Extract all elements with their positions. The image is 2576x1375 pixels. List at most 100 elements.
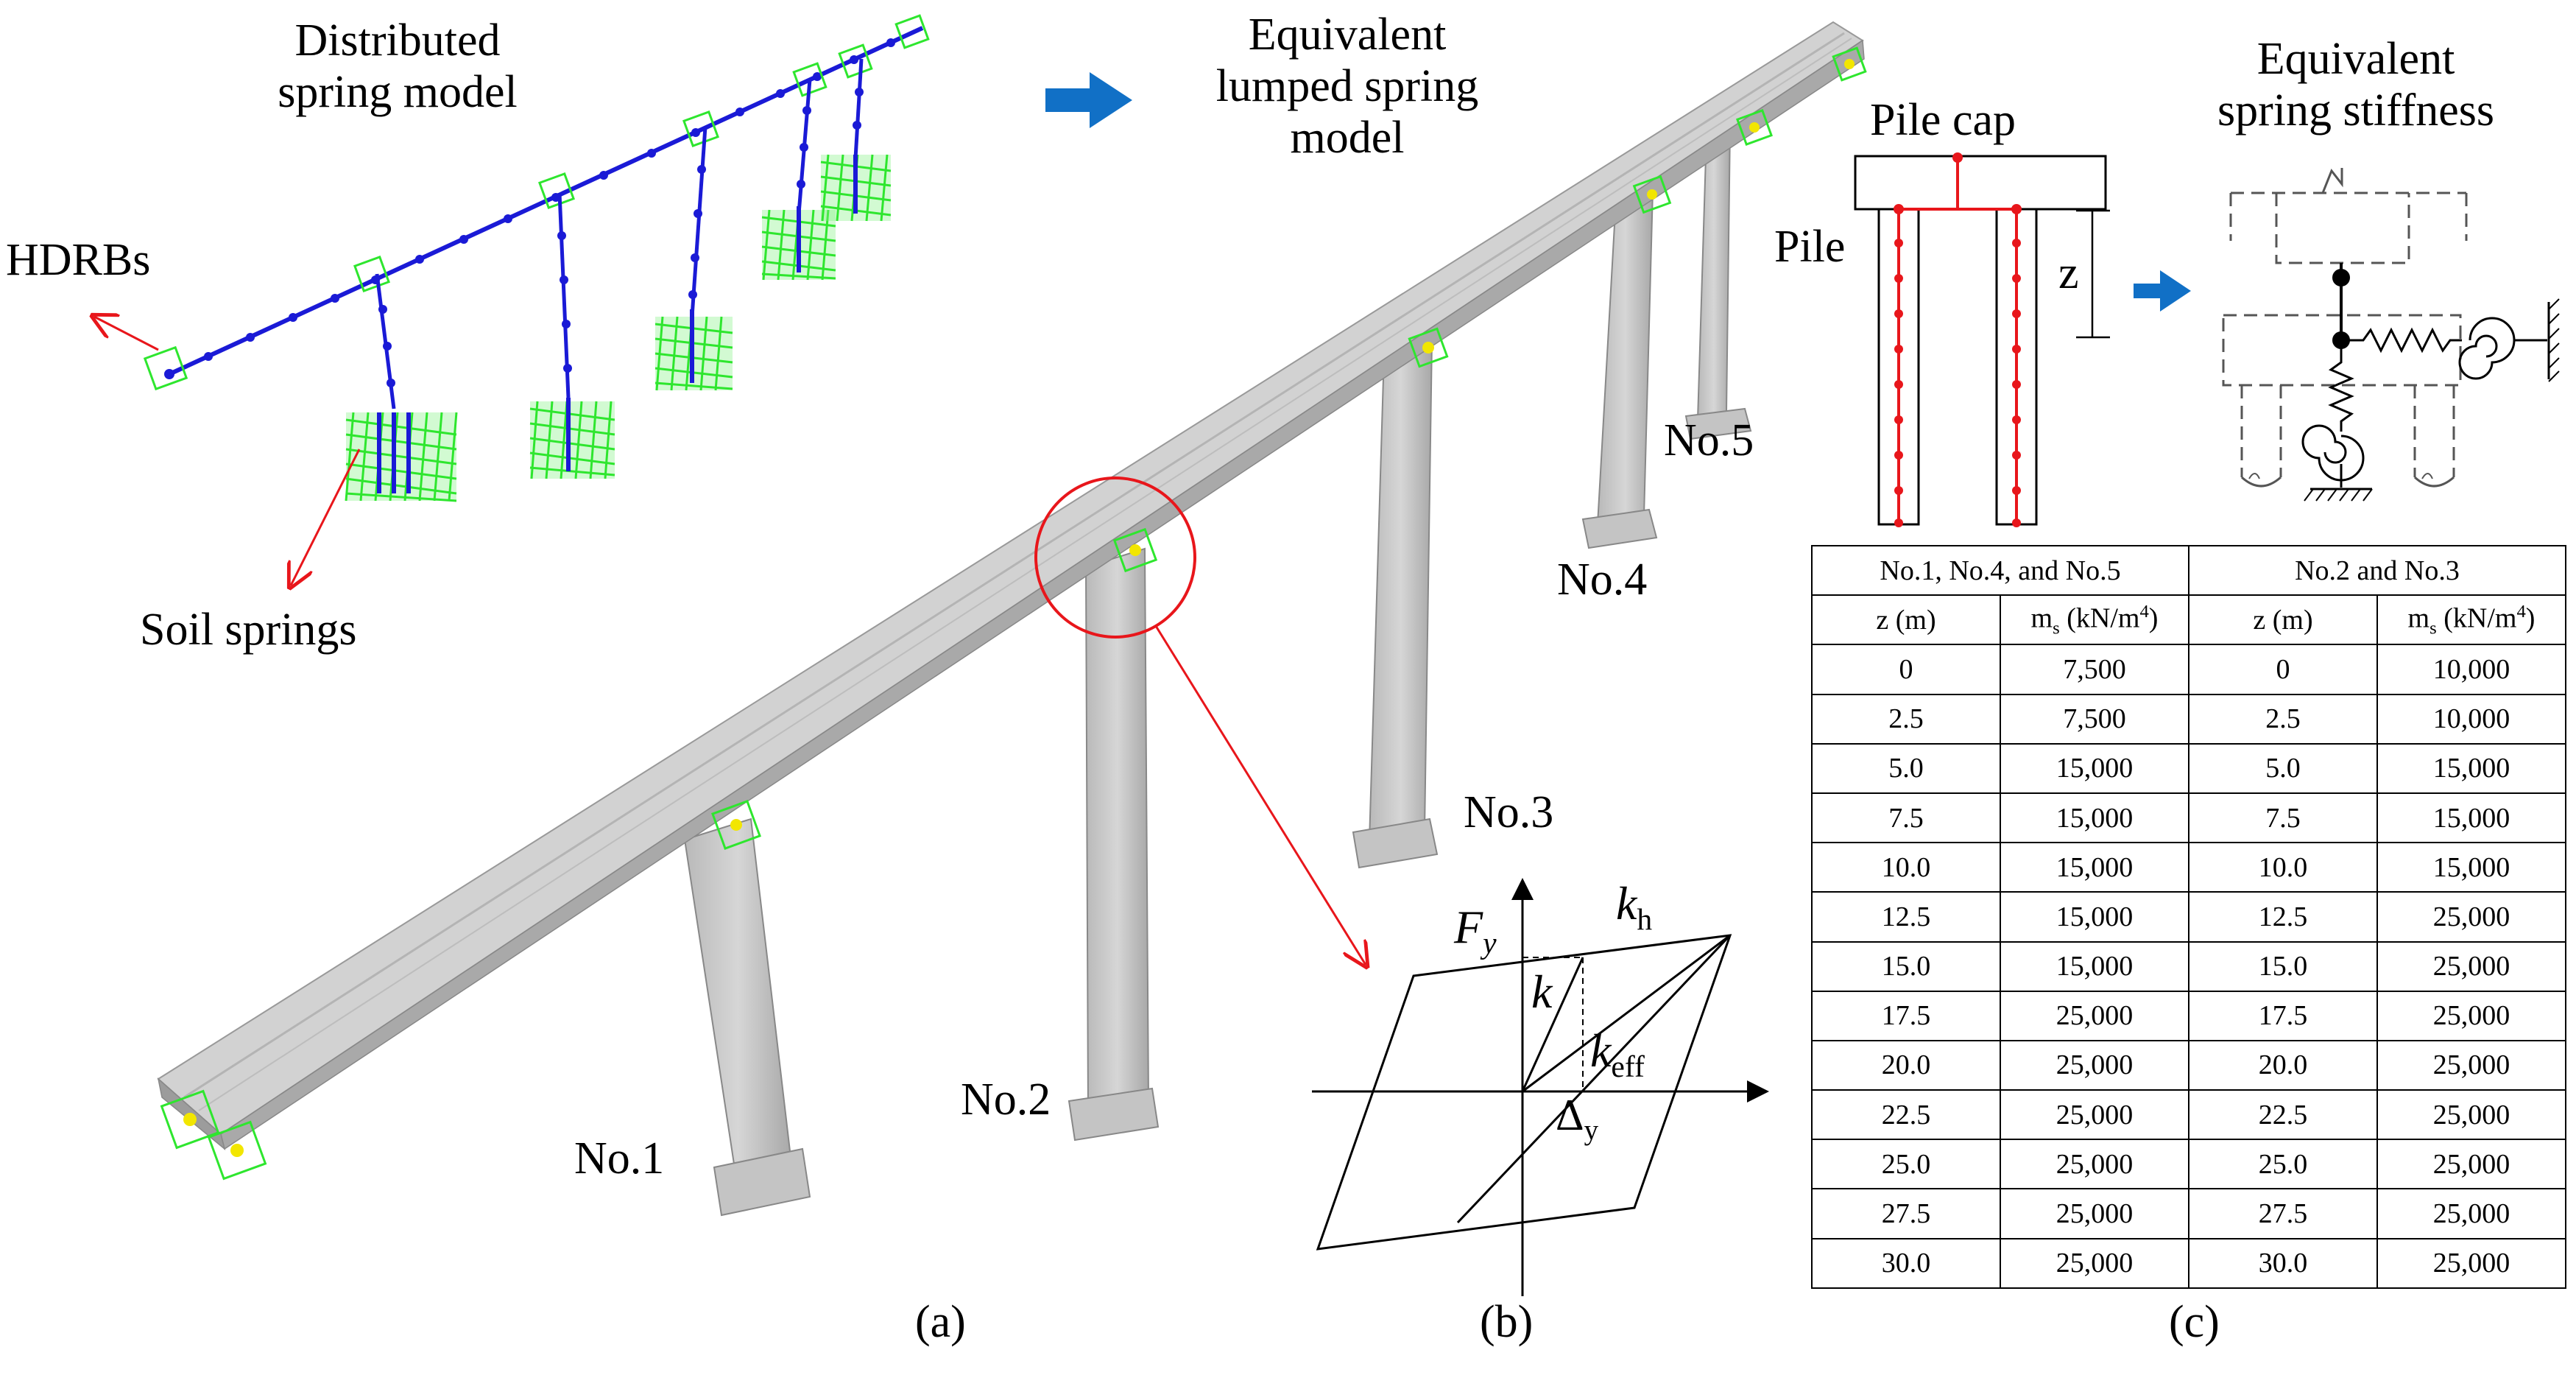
soil-spring-cluster [345, 154, 892, 502]
table-cell: 7,500 [2000, 644, 2189, 695]
ms-superscript: 4 [2516, 601, 2526, 622]
table-cell: 25,000 [2000, 1188, 2189, 1239]
kh-line [1456, 934, 1732, 1224]
table-cell: 30.0 [1811, 1237, 2001, 1290]
dy-symbol: Δ [1556, 1091, 1584, 1139]
table-cell: 5.0 [1811, 742, 2001, 794]
ms-subscript: s [2053, 617, 2060, 638]
table-cell: 30.0 [2188, 1237, 2378, 1290]
table-cell: 10.0 [2188, 842, 2378, 893]
distributed-title-line1: Distributed [294, 15, 501, 66]
pier-no2 [1068, 547, 1160, 1142]
table-cell: 2.5 [2188, 693, 2378, 745]
stiffness-transform-arrow [2134, 270, 2191, 312]
fy-label: Fy [1454, 900, 1497, 960]
ms-unit-close: ) [2525, 602, 2536, 634]
keff-line [1522, 934, 1731, 1093]
table-cell: 25,000 [2376, 1039, 2566, 1091]
table-cell: 10,000 [2376, 644, 2566, 695]
soil-springs-arrow [291, 449, 361, 585]
equiv-title-line1: Equivalent [2256, 34, 2455, 84]
table-cell: 22.5 [2188, 1089, 2378, 1141]
table-cell: 25,000 [2000, 1237, 2189, 1290]
keff-subscript: eff [1611, 1049, 1645, 1083]
distributed-spring-model [94, 14, 930, 585]
ms-unit: (kN/m [2436, 602, 2517, 634]
ms-unit-close: ) [2148, 602, 2159, 634]
table-cell: 7.5 [2188, 792, 2378, 844]
table-cell: 20.0 [1811, 1039, 2001, 1091]
table-cell: 25.0 [1811, 1139, 2001, 1190]
table-cell: 25,000 [2000, 1139, 2189, 1190]
column-header-z: z (m) [2188, 594, 2378, 646]
ms-symbol: m [2407, 602, 2430, 634]
pier-label-no1: No.1 [574, 1133, 665, 1184]
k-label: k [1531, 966, 1553, 1018]
pier-no4 [1581, 189, 1658, 549]
table-cell: 25,000 [2000, 1089, 2189, 1141]
hdrbs-arrow [94, 317, 159, 351]
spring-assembly [2301, 263, 2560, 502]
z-dimension-label: z [2058, 248, 2079, 298]
ms-superscript: 4 [2139, 601, 2149, 622]
table-cell: 25,000 [2000, 1039, 2189, 1091]
pile-diagram [1854, 152, 2110, 527]
kh-symbol: k [1616, 877, 1637, 929]
pile-cap [1854, 155, 2107, 211]
table-cell: 15.0 [2188, 940, 2378, 992]
table-cell: 25,000 [2376, 891, 2566, 943]
table-cell: 15,000 [2000, 792, 2189, 844]
pier-no5 [1684, 124, 1752, 440]
table-cell: 27.5 [2188, 1188, 2378, 1239]
table-group-header-row: No.1, No.4, and No.5 No.2 and No.3 [1811, 544, 2566, 597]
pier-no1 [683, 817, 811, 1217]
table-cell: 25,000 [2376, 990, 2566, 1041]
hysteresis-loop [1316, 934, 1732, 1251]
table-cell: 2.5 [1811, 693, 2001, 745]
table-cell: 25,000 [2376, 1188, 2566, 1239]
kh-label: kh [1616, 876, 1652, 937]
table-cell: 15,000 [2376, 842, 2566, 893]
model-transform-arrow [1045, 72, 1132, 128]
ms-symbol: m [2030, 602, 2053, 634]
ms-unit: (kN/m [2059, 602, 2140, 634]
pier-label-no2: No.2 [961, 1075, 1051, 1125]
table-cell: 15,000 [2376, 792, 2566, 844]
distributed-title: Distributed spring model [243, 15, 552, 118]
equivalent-title-line2: lumped spring [1215, 61, 1479, 111]
caption-c: (c) [2169, 1297, 2220, 1347]
table-cell: 15.0 [1811, 940, 2001, 992]
k-line [1521, 957, 1584, 1092]
table-cell: 25,000 [2376, 1089, 2566, 1141]
hdrbs-label: HDRBs [6, 235, 151, 285]
keff-label: keff [1590, 1024, 1645, 1084]
table-cell: 7,500 [2000, 693, 2189, 745]
caption-a: (a) [915, 1297, 966, 1347]
fy-subscript: y [1483, 925, 1497, 960]
pier-label-no5: No.5 [1664, 415, 1754, 465]
table-cell: 12.5 [2188, 891, 2378, 943]
table-cell: 10,000 [2376, 693, 2566, 745]
dy-label: Δy [1556, 1090, 1598, 1147]
zoom-circle [1034, 476, 1196, 639]
equivalent-stiffness-title: Equivalent spring stiffness [2164, 33, 2547, 136]
table-cell: 25,000 [2376, 1139, 2566, 1190]
column-header-ms: ms (kN/m4) [2000, 594, 2189, 646]
ms-subscript: s [2429, 617, 2437, 638]
table-cell: 15,000 [2000, 891, 2189, 943]
table-cell: 25,000 [2376, 940, 2566, 992]
fy-symbol: F [1454, 901, 1483, 953]
soil-stiffness-table: No.1, No.4, and No.5 No.2 and No.3 z (m)… [1811, 544, 2566, 1290]
table-cell: 25,000 [2000, 990, 2189, 1041]
